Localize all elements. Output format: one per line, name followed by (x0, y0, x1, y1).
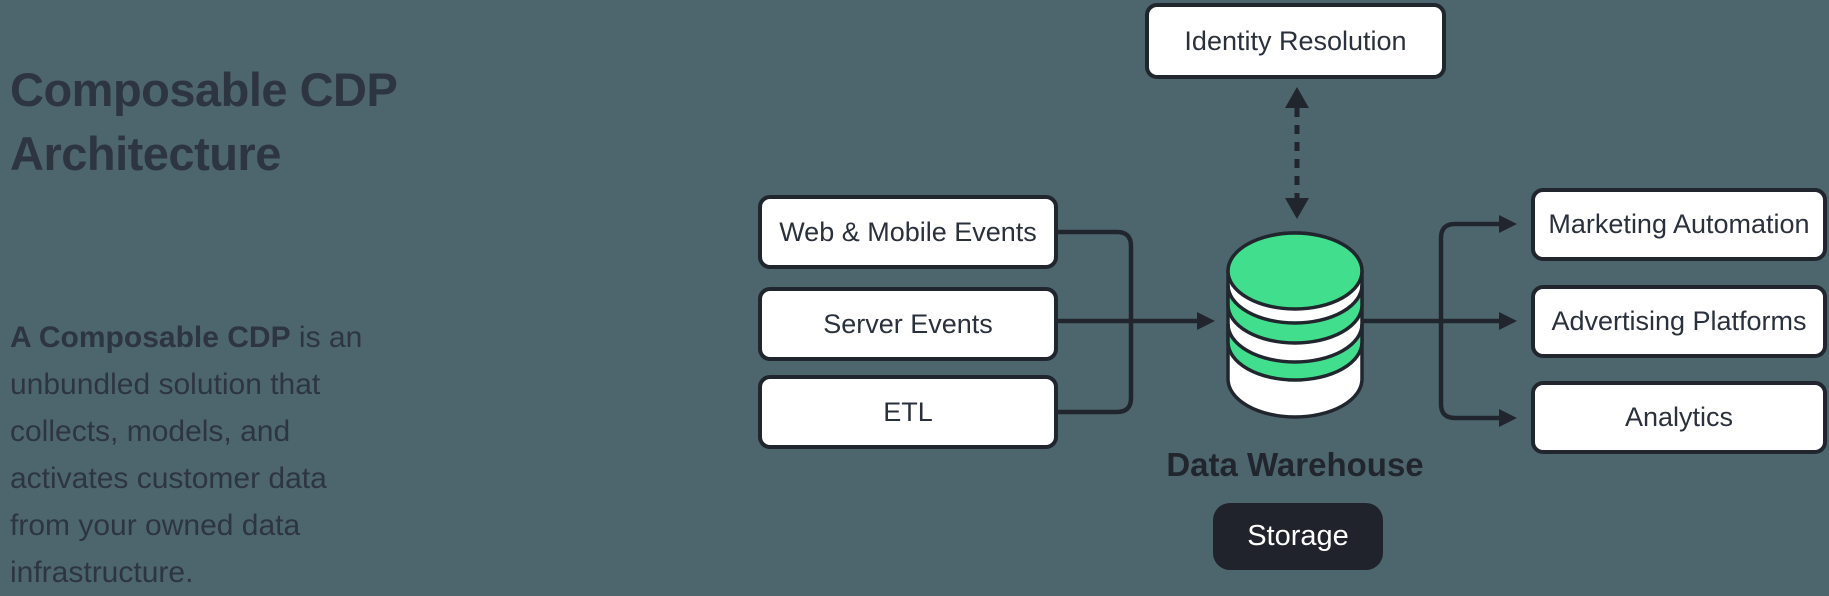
node-etl: ETL (758, 375, 1058, 449)
description-line: activates customer data (10, 462, 327, 495)
sources-merge-connector (1058, 229, 1215, 415)
node-marketing-automation: Marketing Automation (1531, 188, 1827, 261)
node-advertising-platforms: Advertising Platforms (1531, 285, 1827, 358)
data-warehouse-label: Data Warehouse (1166, 446, 1424, 483)
intro-panel: Composable CDP Architecture A Composable… (10, 58, 470, 596)
intro-description: A Composable CDP is an unbundled solutio… (10, 314, 470, 596)
storage-badge-label: Storage (1247, 520, 1349, 552)
description-line: collects, models, and (10, 415, 291, 448)
node-label: ETL (883, 396, 933, 427)
page-title: Composable CDP Architecture (10, 63, 397, 180)
description-line: from your owned data (10, 509, 301, 542)
description-lead: A Composable CDP (10, 321, 291, 354)
description-line: unbundled solution that (10, 368, 321, 401)
node-label: Advertising Platforms (1551, 306, 1807, 336)
node-label: Identity Resolution (1184, 25, 1407, 56)
node-server-events: Server Events (758, 287, 1058, 361)
destinations-branch-connector (1363, 215, 1517, 427)
warehouse-input-arrowhead (1197, 312, 1215, 330)
storage-badge: Storage (1213, 503, 1383, 570)
node-analytics: Analytics (1531, 381, 1827, 454)
database-cylinder-icon (1226, 231, 1364, 419)
description-line: A Composable CDP is an (10, 321, 363, 354)
node-label: Analytics (1624, 402, 1734, 432)
node-label: Marketing Automation (1548, 209, 1810, 239)
connector-layer (1058, 87, 1517, 427)
node-label: Web & Mobile Events (779, 216, 1037, 247)
node-label: Server Events (823, 308, 993, 339)
node-web-mobile-events: Web & Mobile Events (758, 195, 1058, 269)
identity-sync-dashed-arrow (1285, 87, 1309, 219)
node-identity-resolution: Identity Resolution (1145, 3, 1446, 79)
